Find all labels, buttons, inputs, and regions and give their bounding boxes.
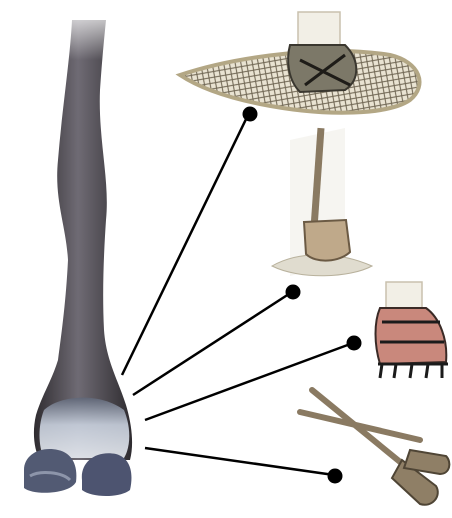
leg-shape (34, 20, 132, 460)
leg-hoof-photo (24, 0, 132, 496)
connector-line-crampon (145, 343, 353, 420)
crampon-sock (386, 282, 422, 308)
snowshoe-sock (298, 12, 340, 45)
connector-dot-paddles (328, 469, 343, 484)
shovel-blade (304, 220, 350, 261)
pastern-fur (40, 398, 130, 458)
leg-top-fade (50, 0, 120, 60)
connector-line-shovel (133, 292, 292, 395)
paddles-illustration (300, 390, 449, 505)
snowshoe-boot (288, 45, 356, 92)
shovel-illustration (272, 128, 372, 276)
snowshoe-illustration (180, 12, 420, 113)
crampon-spikes (378, 364, 448, 378)
crampon-boot-illustration (376, 282, 449, 378)
paddle-shaft-2 (300, 412, 420, 440)
connector-line-paddles (145, 448, 334, 475)
connector-dot-shovel (286, 285, 301, 300)
connector-line-snowshoe (122, 113, 249, 375)
connector-dot-snowshoe (243, 107, 258, 122)
hoof-left-claw (24, 449, 76, 493)
crampon-boot-body (376, 308, 447, 364)
connector-dot-crampon (347, 336, 362, 351)
paddle-shaft-1 (312, 390, 410, 470)
